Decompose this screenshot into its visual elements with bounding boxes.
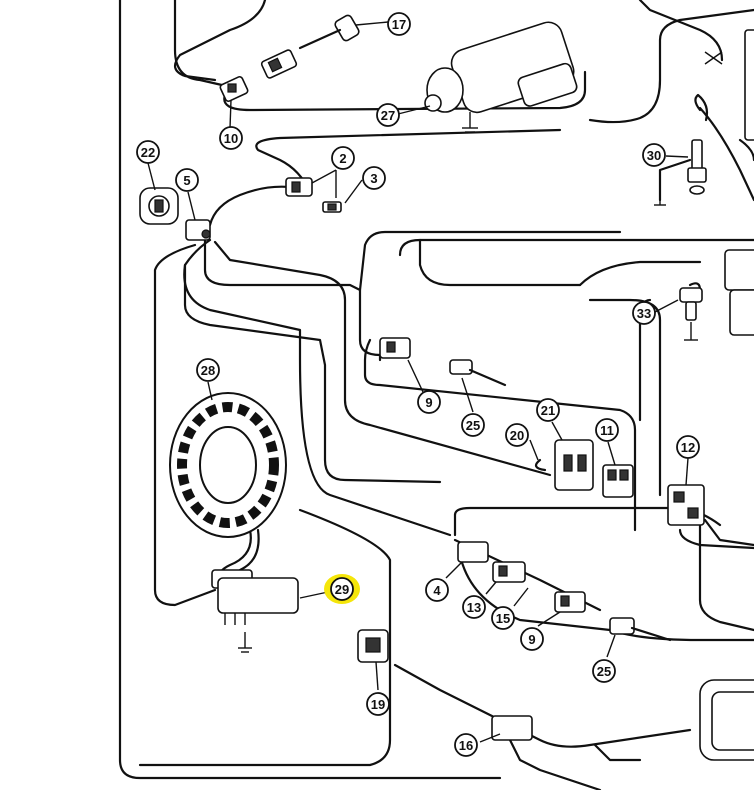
connector-13 xyxy=(492,561,526,583)
callout-number: 2 xyxy=(339,151,346,166)
callout-17: 17 xyxy=(387,12,411,36)
callout-15: 15 xyxy=(491,606,515,630)
callout-number: 12 xyxy=(681,440,695,455)
callout-number: 11 xyxy=(600,423,614,438)
switch-25-lower xyxy=(609,617,672,642)
callout-circle xyxy=(330,577,354,601)
connector-2 xyxy=(285,177,313,197)
callout-circle xyxy=(676,435,700,459)
callout-number: 28 xyxy=(201,363,215,378)
connector-16 xyxy=(491,715,533,741)
callout-25: 25 xyxy=(592,659,616,683)
sensor-33 xyxy=(679,287,703,341)
callout-number: 27 xyxy=(381,108,395,123)
callout-circle xyxy=(175,168,199,192)
callout-circle xyxy=(491,606,515,630)
callout-12: 12 xyxy=(676,435,700,459)
connector-17 xyxy=(260,14,360,79)
headlight xyxy=(699,679,754,761)
callout-16: 16 xyxy=(454,733,478,757)
callout-number: 13 xyxy=(467,600,481,615)
callout-27: 27 xyxy=(376,103,400,127)
connector-4 xyxy=(457,541,489,563)
callout-25: 25 xyxy=(461,413,485,437)
connector-9-lower xyxy=(554,591,586,613)
callout-28: 28 xyxy=(196,358,220,382)
callout-circle xyxy=(136,140,160,164)
callout-5: 5 xyxy=(175,168,199,192)
starter-motor-27 xyxy=(424,21,578,133)
callout-33: 33 xyxy=(632,301,656,325)
callout-21: 21 xyxy=(536,398,560,422)
callout-circle xyxy=(196,358,220,382)
callout-circle xyxy=(219,126,243,150)
callout-2: 2 xyxy=(331,146,355,170)
connector-12 xyxy=(667,484,705,526)
callout-number: 20 xyxy=(510,428,524,443)
callout-20: 20 xyxy=(505,423,529,447)
regulator-29 xyxy=(211,569,299,653)
callout-number: 16 xyxy=(459,738,473,753)
callout-circle xyxy=(417,390,441,414)
callout-number: 21 xyxy=(541,403,555,418)
callout-4: 4 xyxy=(425,578,449,602)
callout-9: 9 xyxy=(520,627,544,651)
leader-lines xyxy=(147,21,689,743)
callout-number: 30 xyxy=(647,148,661,163)
relay-21 xyxy=(534,439,594,491)
callout-circle xyxy=(632,301,656,325)
callout-number: 22 xyxy=(141,145,155,160)
callout-circle xyxy=(461,413,485,437)
callout-number: 3 xyxy=(370,171,377,186)
callout-10: 10 xyxy=(219,126,243,150)
callout-30: 30 xyxy=(642,143,666,167)
callout-number: 33 xyxy=(637,306,651,321)
callout-13: 13 xyxy=(462,595,486,619)
callout-circle xyxy=(462,595,486,619)
callout-3: 3 xyxy=(362,166,386,190)
callout-circle xyxy=(642,143,666,167)
connector-9-upper xyxy=(379,337,411,359)
callout-number: 5 xyxy=(183,173,190,188)
callout-circle xyxy=(520,627,544,651)
callout-number: 15 xyxy=(496,611,510,626)
connector-5 xyxy=(185,219,211,241)
callout-29: 29 xyxy=(324,574,360,604)
callout-labels: 17 10 27 22 5 2 3 30 33 28 9 25 21 20 11 12 29 4 13 15 9 25 19… xyxy=(136,12,700,757)
callout-number: 4 xyxy=(433,583,441,598)
connector-11 xyxy=(602,464,634,498)
callout-number: 10 xyxy=(224,131,238,146)
callout-number: 19 xyxy=(371,697,385,712)
callout-circle xyxy=(595,418,619,442)
callout-number: 9 xyxy=(528,632,535,647)
stator-28 xyxy=(169,392,287,538)
engine-block-top-right xyxy=(694,29,754,336)
switch-25-upper xyxy=(449,359,507,387)
callout-number: 29 xyxy=(335,582,349,597)
callout-circle xyxy=(362,166,386,190)
callout-circle xyxy=(592,659,616,683)
callout-number: 9 xyxy=(425,395,432,410)
callout-circle xyxy=(331,146,355,170)
callout-circle xyxy=(387,12,411,36)
callout-circle xyxy=(376,103,400,127)
callout-circle xyxy=(536,398,560,422)
fuse-3 xyxy=(322,201,342,213)
connector-10 xyxy=(219,75,249,103)
callout-circle xyxy=(425,578,449,602)
callout-22: 22 xyxy=(136,140,160,164)
spark-plug-30 xyxy=(654,139,707,206)
callout-number: 25 xyxy=(597,664,611,679)
callout-circle xyxy=(505,423,529,447)
ignition-switch-22 xyxy=(139,187,179,225)
switch-19 xyxy=(357,629,389,663)
callout-9: 9 xyxy=(417,390,441,414)
callout-circle xyxy=(366,692,390,716)
callout-11: 11 xyxy=(595,418,619,442)
callout-number: 17 xyxy=(392,17,406,32)
callout-number: 25 xyxy=(466,418,480,433)
callout-19: 19 xyxy=(366,692,390,716)
callout-circle xyxy=(454,733,478,757)
